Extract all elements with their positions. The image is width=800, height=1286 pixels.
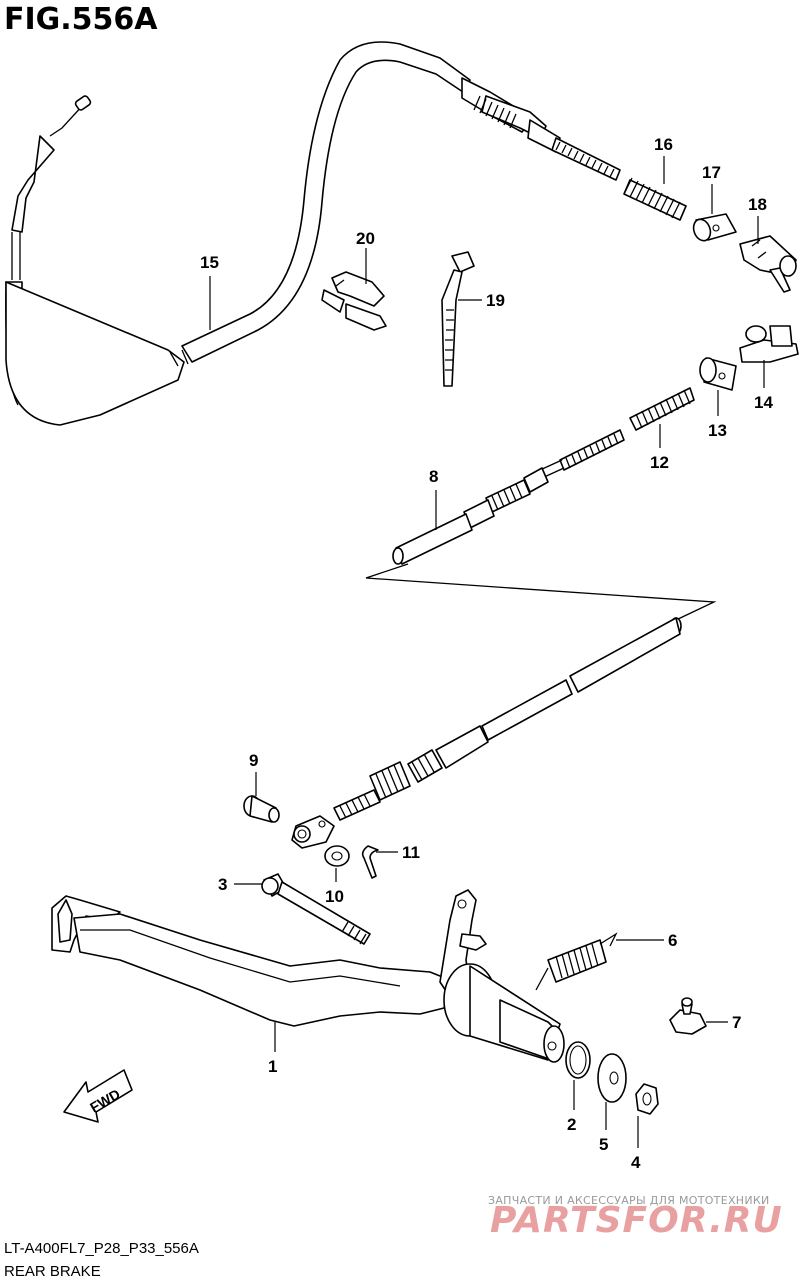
washer-10 (324, 845, 350, 867)
watermark-tagline: ЗАПЧАСТИ И АКСЕССУАРЫ ДЛЯ МОТОТЕХНИКИ (488, 1194, 770, 1207)
callout-16: 16 (654, 135, 673, 154)
figure-code: LT-A400FL7_P28_P33_556A (4, 1240, 199, 1257)
joint-17 (692, 213, 737, 242)
callout-8: 8 (429, 467, 438, 486)
callout-10: 10 (325, 887, 344, 906)
return-spring-6 (535, 932, 618, 991)
callout-11: 11 (402, 843, 420, 862)
callout-20: 20 (356, 229, 375, 248)
callout-17: 17 (702, 163, 721, 182)
spring-12 (629, 387, 695, 431)
callout-3: 3 (218, 875, 227, 894)
callout-2: 2 (567, 1115, 576, 1134)
callout-12: 12 (650, 453, 669, 472)
callout-4: 4 (631, 1153, 641, 1172)
bolt-cap-7 (669, 997, 707, 1035)
spring-16 (623, 177, 687, 221)
figure-title: FIG.556A (4, 2, 158, 37)
cable-clamp-20 (321, 271, 387, 331)
washer-5 (597, 1053, 627, 1103)
callout-13: 13 (708, 421, 727, 440)
brake-pedal-1 (51, 889, 565, 1063)
brake-cable-8-lower (291, 617, 682, 849)
callout-1: 1 (268, 1057, 277, 1076)
cable-break-line (365, 563, 717, 621)
callout-18: 18 (748, 195, 767, 214)
nut-4 (635, 1083, 659, 1115)
clevis-pin-9 (243, 795, 280, 823)
watermark-logo: PARTSFOR.RU (490, 1200, 783, 1241)
pedal-bolt-3 (261, 873, 371, 945)
cable-tie-19 (441, 251, 475, 387)
callout-14: 14 (754, 393, 773, 412)
lever-joint-18 (739, 235, 797, 293)
brake-cable-8-upper (392, 429, 625, 565)
callout-19: 19 (486, 291, 505, 310)
callout-7: 7 (732, 1013, 741, 1032)
callout-6: 6 (668, 931, 677, 950)
callout-5: 5 (599, 1135, 608, 1154)
fwd-direction-arrow: FWD (63, 1069, 133, 1123)
callout-9: 9 (249, 751, 258, 770)
o-ring-2 (565, 1041, 591, 1079)
joint-13 (699, 357, 737, 391)
cotter-pin-11 (361, 845, 379, 879)
lever-joint-14 (739, 325, 799, 363)
callout-15: 15 (200, 253, 219, 272)
callout-labels: 1 2 3 4 5 6 7 8 9 10 11 12 13 (200, 135, 773, 1172)
figure-name: REAR BRAKE (4, 1263, 101, 1280)
parking-cable-15 (5, 41, 621, 426)
